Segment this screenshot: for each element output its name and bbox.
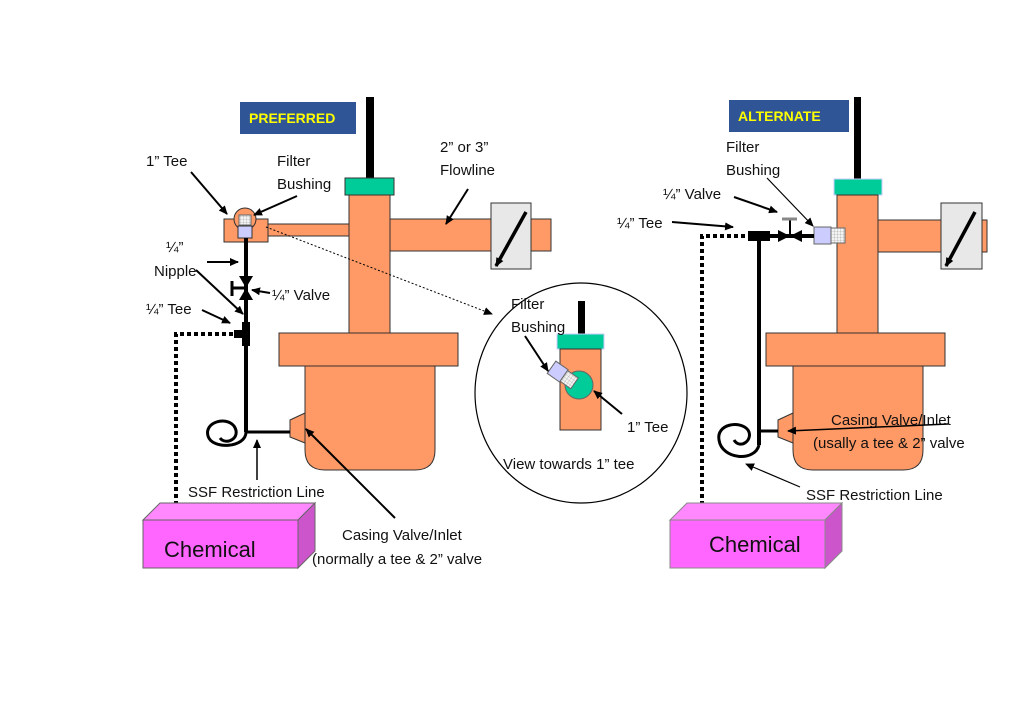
alt-valve-left <box>778 230 790 242</box>
alt-arrow-tee <box>671 221 734 231</box>
label-tee-1in: 1” Tee <box>146 153 187 170</box>
alt-arrow-ssf <box>745 463 801 488</box>
stuffing-box-cap <box>344 177 395 196</box>
arrow-filter-bushing <box>253 195 298 216</box>
chemical-feed-line <box>174 332 234 512</box>
alt-filter-bushing <box>813 226 832 245</box>
label-ssf-restriction: SSF Restriction Line <box>188 484 325 501</box>
label-casing-2: (normally a tee & 2” valve <box>312 551 482 568</box>
alt-wellhead-vertical <box>836 194 879 334</box>
filter-bushing-mesh <box>238 214 252 226</box>
detail-label-tee: 1” Tee <box>627 419 668 436</box>
detail-view-circle <box>474 282 688 504</box>
alt-arrow-valve <box>733 196 778 214</box>
wellhead-vertical <box>348 194 391 334</box>
casing-valve-inlet <box>289 412 306 444</box>
arrow-nipple-diag <box>195 269 244 315</box>
quarter-valve-upper <box>239 276 253 288</box>
tee-horizontal-left <box>261 223 351 237</box>
detail-view: Filter Bushing 1” Tee View towards 1” te… <box>474 282 688 504</box>
detail-arrow-filter <box>524 335 549 372</box>
alternate-section: ALTERNATE Chemical Filter Bushing ¼” Val… <box>617 97 988 570</box>
arrow-flowline <box>445 188 469 225</box>
chemical-tank-front <box>142 519 299 569</box>
detail-bushing-mesh <box>559 369 579 390</box>
alt-quarter-tee <box>748 231 770 241</box>
alt-arrow-casing <box>787 423 949 435</box>
preferred-badge-bg <box>240 102 356 134</box>
quarter-tee <box>242 322 250 346</box>
alt-filter-bushing-mesh <box>830 227 846 244</box>
alt-stuffing-box-cap <box>833 178 883 196</box>
label-flowline-2: Flowline <box>440 162 495 179</box>
alt-casing-valve-inlet <box>777 412 794 444</box>
chemical-tank-label: Chemical <box>164 537 256 562</box>
alt-label-tee: ¼” Tee <box>617 215 663 232</box>
label-casing-1: Casing Valve/Inlet <box>342 527 463 544</box>
casing-body <box>304 365 436 471</box>
arrow-casing <box>305 428 396 519</box>
alt-chemical-tank-top <box>668 502 844 521</box>
label-filter-bushing-2: Bushing <box>277 176 331 193</box>
alternate-badge: ALTERNATE <box>738 108 821 124</box>
detail-pointer <box>265 226 493 315</box>
detail-label-filter-1: Filter <box>511 296 544 313</box>
label-quarter-tee: ¼” Tee <box>146 301 192 318</box>
preferred-badge: PREFERRED <box>249 110 335 126</box>
detail-arrow-tee <box>593 390 623 415</box>
arrow-tee-1in <box>190 171 228 215</box>
alt-label-filter-2: Bushing <box>726 162 780 179</box>
chemical-tank-top <box>141 502 317 521</box>
quarter-valve-lower <box>239 288 253 300</box>
detail-rod <box>578 301 585 334</box>
alt-chemical-tank-label: Chemical <box>709 532 801 557</box>
polished-rod <box>366 97 374 179</box>
detail-caption: View towards 1” tee <box>503 456 634 473</box>
label-nipple-2: Nipple <box>154 263 197 280</box>
alt-ssf-coil <box>717 423 761 458</box>
detail-cap <box>556 333 605 350</box>
check-valve-arrow <box>494 211 528 267</box>
alt-label-filter-1: Filter <box>726 139 759 156</box>
preferred-section: PREFERRED Chemical <box>141 97 552 570</box>
alt-label-valve: ¼” Valve <box>663 186 721 203</box>
alt-valve-right <box>790 230 802 242</box>
label-quarter-valve: ¼” Valve <box>272 287 330 304</box>
alt-casing-body <box>792 365 924 471</box>
alt-check-valve-arrow <box>944 211 977 267</box>
alt-polished-rod <box>854 97 861 179</box>
arrow-quarter-valve <box>251 287 271 296</box>
label-nipple-1: ¼” <box>166 239 184 256</box>
label-filter-bushing-1: Filter <box>277 153 310 170</box>
alt-chemical-feed-line <box>700 234 748 512</box>
alt-arrow-filter <box>766 177 814 227</box>
filter-bushing <box>237 225 253 239</box>
alt-wellhead-flange <box>765 332 946 367</box>
alternate-badge-bg <box>729 100 849 132</box>
quarter-tee-branch <box>234 330 244 338</box>
alt-chemical-tank-front <box>669 519 826 569</box>
detail-label-filter-2: Bushing <box>511 319 565 336</box>
alt-label-ssf: SSF Restriction Line <box>806 487 943 504</box>
alt-label-casing-2: (usally a tee & 2” valve <box>813 435 965 452</box>
label-flowline-1: 2” or 3” <box>440 139 488 156</box>
wellhead-flange <box>278 332 459 367</box>
arrow-quarter-tee <box>201 309 231 324</box>
ssf-coil <box>206 419 248 447</box>
